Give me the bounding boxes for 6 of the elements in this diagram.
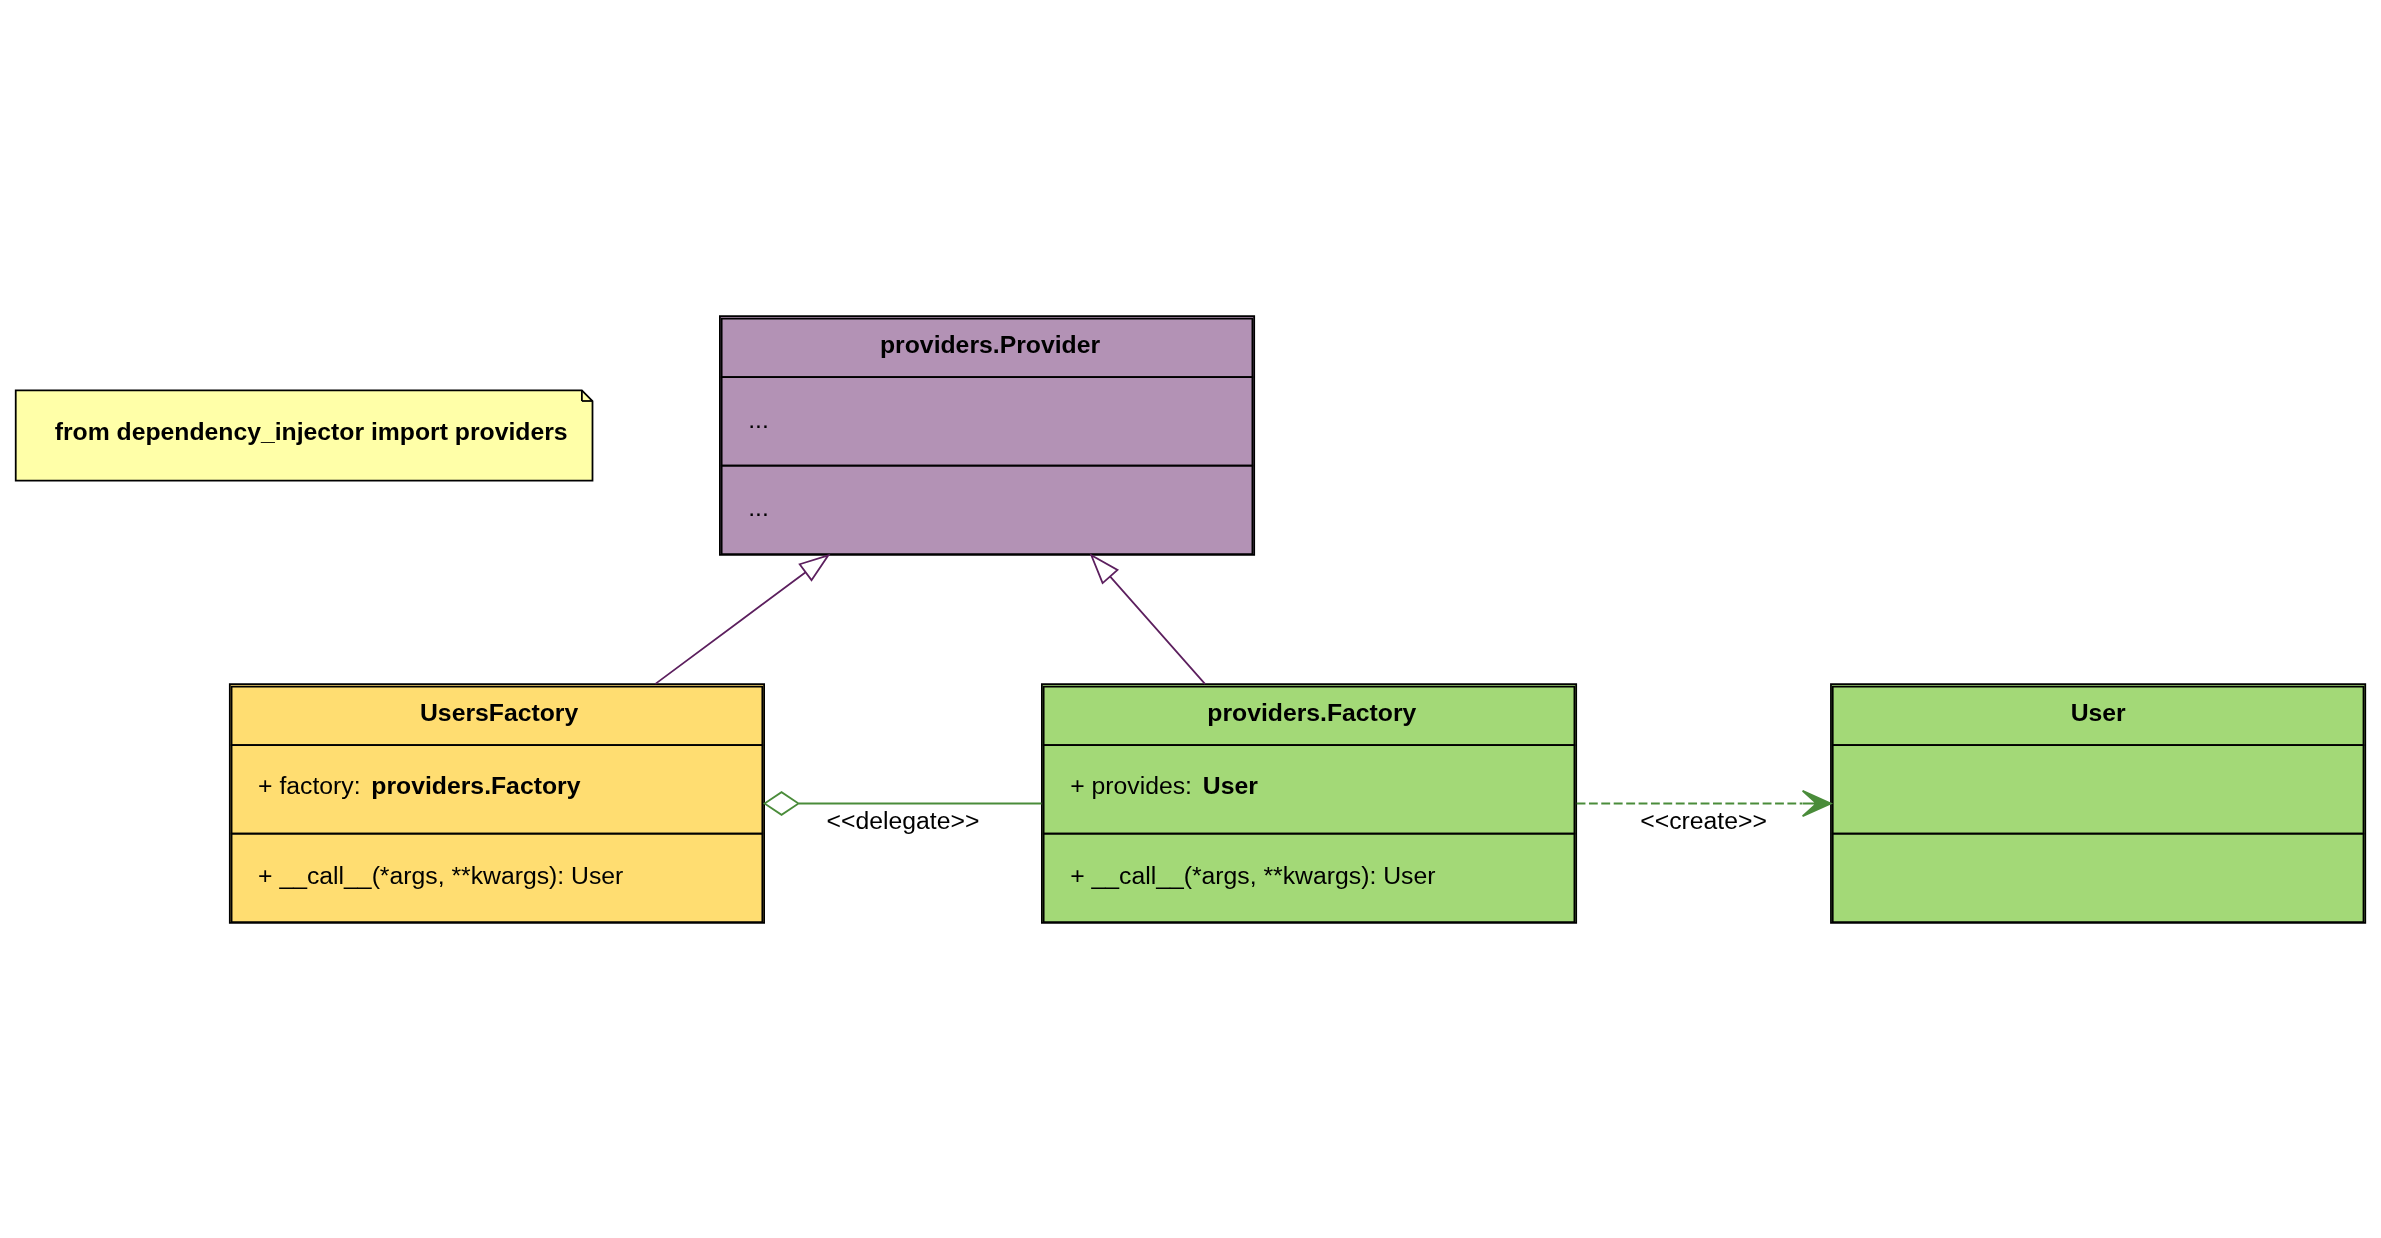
arrow bbox=[654, 553, 831, 685]
arrow bbox=[1575, 789, 1832, 817]
arrow bbox=[1089, 552, 1206, 685]
connector bbox=[762, 790, 1043, 816]
edge-label: <<create>> bbox=[1640, 806, 1767, 834]
edge-label: <<delegate>> bbox=[826, 806, 980, 834]
